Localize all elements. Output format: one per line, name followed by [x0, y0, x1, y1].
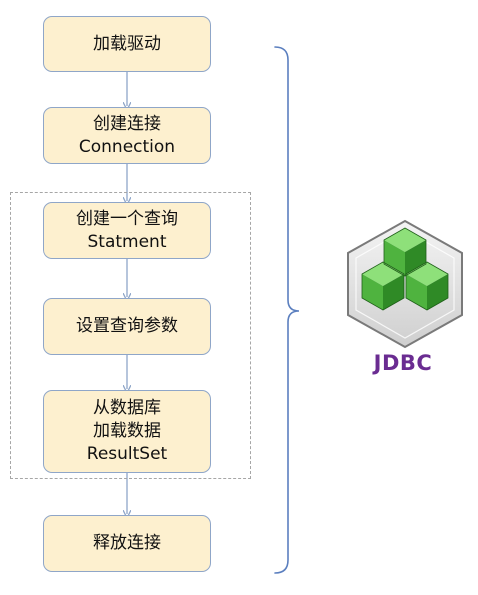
step-sublabel: Statment: [87, 231, 167, 252]
step-label: 加载数据: [93, 421, 161, 441]
query-steps-group: [10, 192, 251, 479]
step-create-connection: 创建连接 Connection: [43, 107, 211, 164]
step-label: 加载驱动: [93, 33, 161, 54]
step-release-connection: 释放连接: [43, 515, 211, 572]
step-label: 创建一个查询: [76, 208, 178, 229]
step-label: 从数据库: [93, 398, 161, 418]
step-load-driver: 加载驱动: [43, 16, 211, 72]
step-sublabel: ResultSet: [86, 444, 168, 464]
step-label: 创建连接: [93, 113, 161, 134]
step-label: 释放连接: [93, 533, 161, 553]
step-set-query-params: 设置查询参数: [43, 298, 211, 355]
step-create-statement: 创建一个查询 Statment: [43, 202, 211, 259]
step-load-resultset: 从数据库 加载数据 ResultSet: [43, 390, 211, 473]
step-label: 设置查询参数: [76, 316, 178, 336]
jdbc-label: JDBC: [373, 351, 433, 375]
step-sublabel: Connection: [78, 136, 176, 157]
